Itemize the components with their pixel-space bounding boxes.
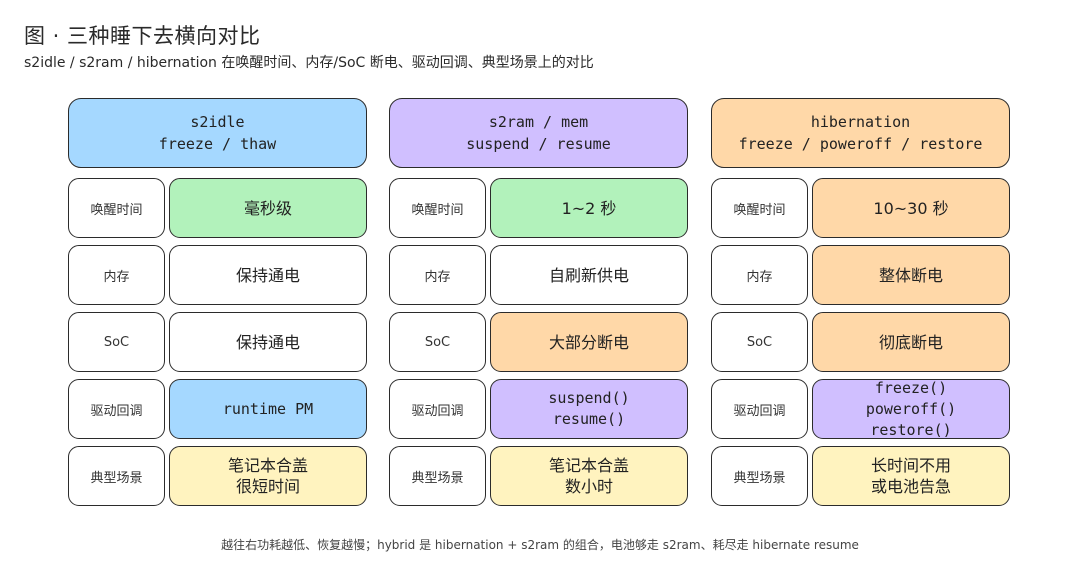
table-row: 驱动回调 runtime PM <box>68 379 368 439</box>
column-header: s2idle freeze / thaw <box>68 98 367 168</box>
page-subtitle: s2idle / s2ram / hibernation 在唤醒时间、内存/So… <box>24 55 594 71</box>
row-value: 长时间不用 或电池告急 <box>812 446 1010 506</box>
table-row: 唤醒时间 10~30 秒 <box>711 178 1011 238</box>
table-row: 驱动回调 freeze() poweroff() restore() <box>711 379 1011 439</box>
table-row: SoC 大部分断电 <box>389 312 689 372</box>
footer-note: 越往右功耗越低、恢复越慢；hybrid 是 hibernation + s2ra… <box>221 538 859 552</box>
row-label: 内存 <box>68 245 165 305</box>
row-value: 保持通电 <box>169 312 367 372</box>
row-label: SoC <box>68 312 165 372</box>
column-s2idle: s2idle freeze / thaw 唤醒时间 毫秒级 内存 保持通电 So… <box>68 98 368 506</box>
row-value: 整体断电 <box>812 245 1010 305</box>
table-row: SoC 彻底断电 <box>711 312 1011 372</box>
table-row: 唤醒时间 毫秒级 <box>68 178 368 238</box>
row-value: 笔记本合盖 很短时间 <box>169 446 367 506</box>
column-header: s2ram / mem suspend / resume <box>389 98 688 168</box>
column-hibernation: hibernation freeze / poweroff / restore … <box>711 98 1011 506</box>
table-row: SoC 保持通电 <box>68 312 368 372</box>
row-value: 保持通电 <box>169 245 367 305</box>
table-row: 典型场景 长时间不用 或电池告急 <box>711 446 1011 506</box>
page-title: 图 · 三种睡下去横向对比 <box>24 24 261 48</box>
row-label: 典型场景 <box>68 446 165 506</box>
row-value: suspend() resume() <box>490 379 688 439</box>
row-label: 驱动回调 <box>389 379 486 439</box>
row-value: 大部分断电 <box>490 312 688 372</box>
table-row: 驱动回调 suspend() resume() <box>389 379 689 439</box>
column-s2ram: s2ram / mem suspend / resume 唤醒时间 1~2 秒 … <box>389 98 689 506</box>
row-label: 内存 <box>389 245 486 305</box>
row-label: 唤醒时间 <box>68 178 165 238</box>
row-value: 自刷新供电 <box>490 245 688 305</box>
row-label: 驱动回调 <box>711 379 808 439</box>
row-label: 唤醒时间 <box>711 178 808 238</box>
row-label: 典型场景 <box>711 446 808 506</box>
row-value: 10~30 秒 <box>812 178 1010 238</box>
row-value: 笔记本合盖 数小时 <box>490 446 688 506</box>
table-row: 唤醒时间 1~2 秒 <box>389 178 689 238</box>
table-row: 内存 整体断电 <box>711 245 1011 305</box>
row-value: 1~2 秒 <box>490 178 688 238</box>
row-value: 彻底断电 <box>812 312 1010 372</box>
row-label: SoC <box>711 312 808 372</box>
column-header: hibernation freeze / poweroff / restore <box>711 98 1010 168</box>
row-label: 内存 <box>711 245 808 305</box>
row-label: SoC <box>389 312 486 372</box>
row-value: freeze() poweroff() restore() <box>812 379 1010 439</box>
table-row: 典型场景 笔记本合盖 很短时间 <box>68 446 368 506</box>
table-row: 内存 自刷新供电 <box>389 245 689 305</box>
table-row: 内存 保持通电 <box>68 245 368 305</box>
row-label: 唤醒时间 <box>389 178 486 238</box>
row-label: 驱动回调 <box>68 379 165 439</box>
row-value: 毫秒级 <box>169 178 367 238</box>
table-row: 典型场景 笔记本合盖 数小时 <box>389 446 689 506</box>
row-label: 典型场景 <box>389 446 486 506</box>
row-value: runtime PM <box>169 379 367 439</box>
